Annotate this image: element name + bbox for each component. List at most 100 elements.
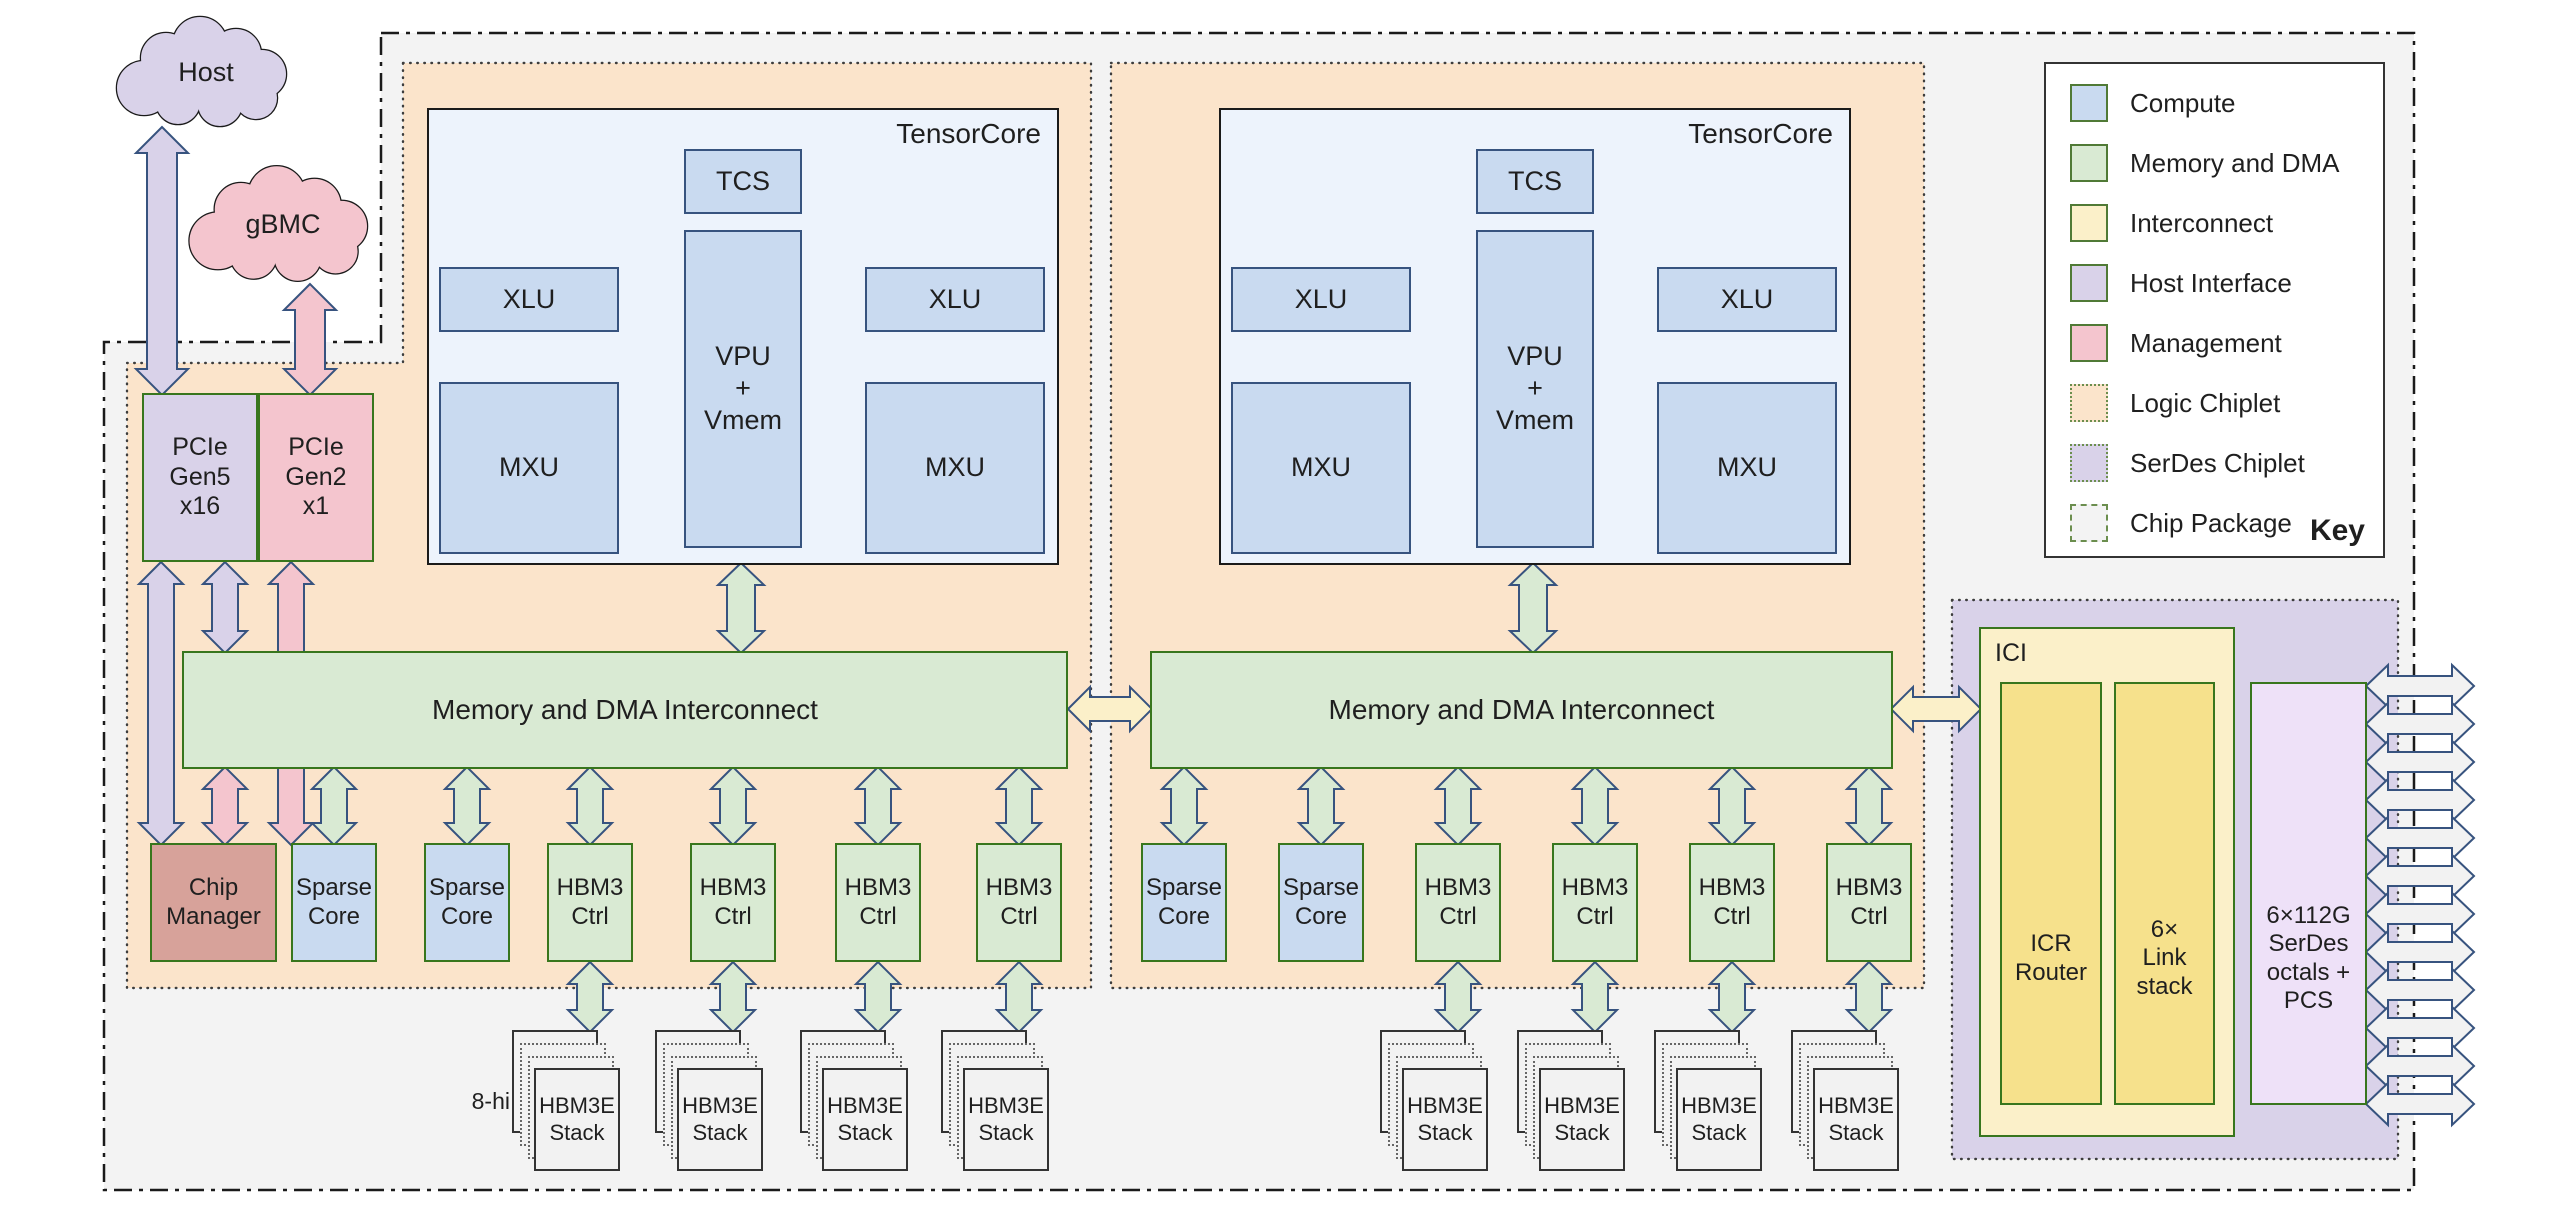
legend-item: Interconnect xyxy=(2070,204,2273,242)
legend-item: Host Interface xyxy=(2070,264,2292,302)
flow-arrow xyxy=(136,560,186,847)
memory-dma-interconnect-2: Memory and DMA Interconnect xyxy=(1150,651,1893,769)
flow-arrow xyxy=(565,960,615,1034)
hbm3e-stack-label: HBM3E Stack xyxy=(1676,1068,1762,1171)
hbm3e-stack-label: HBM3E Stack xyxy=(534,1068,620,1171)
flow-arrow xyxy=(2364,1080,2476,1128)
hbm3-ctrl-block: HBM3 Ctrl xyxy=(976,843,1062,962)
xlu-block: XLU xyxy=(439,267,619,332)
memory-dma-swatch xyxy=(2070,144,2108,182)
sparse-core-block: Sparse Core xyxy=(1141,843,1227,962)
tensorcore-1: TensorCore TCS VPU + Vmem XLU XLU MXU MX… xyxy=(427,108,1059,565)
tcs-block: TCS xyxy=(1476,149,1594,214)
flow-arrow xyxy=(1296,765,1346,847)
flow-arrow xyxy=(853,765,903,847)
flow-arrow xyxy=(2364,1042,2476,1090)
legend-label: Chip Package xyxy=(2130,507,2292,538)
logic-chiplet-swatch xyxy=(2070,384,2108,422)
xlu-block: XLU xyxy=(1231,267,1411,332)
flow-arrow xyxy=(565,765,615,847)
flow-arrow xyxy=(994,765,1044,847)
tcs-block: TCS xyxy=(684,149,802,214)
flow-arrow xyxy=(200,765,250,847)
gbmc-cloud xyxy=(188,165,369,282)
flow-arrow xyxy=(1844,765,1894,847)
flow-arrow xyxy=(200,560,250,655)
chip-manager-block: Chip Manager xyxy=(150,843,277,962)
flow-arrow xyxy=(2364,700,2476,748)
management-swatch xyxy=(2070,324,2108,362)
flow-arrow xyxy=(708,960,758,1034)
hbm3e-stack: HBM3E Stack xyxy=(1791,1028,1901,1174)
ici-title: ICI xyxy=(1995,639,2027,667)
hbm3-ctrl-block: HBM3 Ctrl xyxy=(690,843,776,962)
serdes-chiplet-swatch xyxy=(2070,444,2108,482)
flow-arrow xyxy=(2364,966,2476,1014)
hbm3e-stack: HBM3E Stack xyxy=(1380,1028,1490,1174)
memory-dma-interconnect-1: Memory and DMA Interconnect xyxy=(182,651,1068,769)
tensorcore-2: TensorCore TCS VPU + Vmem XLU XLU MXU MX… xyxy=(1219,108,1851,565)
mxu-block: MXU xyxy=(865,382,1045,554)
hbm3e-stack: HBM3E Stack xyxy=(655,1028,765,1174)
chip-package-swatch xyxy=(2070,504,2108,542)
stack-height-note: 8-hi xyxy=(471,1088,510,1114)
legend-label: Compute xyxy=(2130,87,2236,118)
flow-arrow xyxy=(1570,960,1620,1034)
tensorcore-2-title: TensorCore xyxy=(1688,118,1833,149)
xlu-block: XLU xyxy=(865,267,1045,332)
flow-arrow xyxy=(133,125,191,397)
mxu-block: MXU xyxy=(1231,382,1411,554)
flow-arrow xyxy=(1433,765,1483,847)
serdes-octals-block: 6×112G SerDes octals + PCS xyxy=(2250,682,2367,1105)
interconnect-swatch xyxy=(2070,204,2108,242)
flow-arrow xyxy=(2364,776,2476,824)
mxu-block: MXU xyxy=(439,382,619,554)
hbm3e-stack-label: HBM3E Stack xyxy=(822,1068,908,1171)
flow-arrow xyxy=(281,282,339,397)
flow-arrow xyxy=(715,561,767,655)
flow-arrow xyxy=(853,960,903,1034)
flow-arrow xyxy=(2364,662,2476,710)
hbm3e-stack: HBM3E Stack xyxy=(941,1028,1051,1174)
hbm3-ctrl-block: HBM3 Ctrl xyxy=(1552,843,1638,962)
host-cloud-label: Host xyxy=(178,56,234,87)
legend-label: Management xyxy=(2130,327,2282,358)
legend-item: Memory and DMA xyxy=(2070,144,2340,182)
flow-arrow xyxy=(309,765,359,847)
host-interface-swatch xyxy=(2070,264,2108,302)
flow-arrow xyxy=(2364,852,2476,900)
sparse-core-block: Sparse Core xyxy=(1278,843,1364,962)
flow-arrow xyxy=(2364,814,2476,862)
flow-arrow xyxy=(708,765,758,847)
icr-router-block: ICR Router xyxy=(2000,682,2102,1105)
gbmc-cloud-label: gBMC xyxy=(245,208,321,239)
flow-arrow xyxy=(2364,1004,2476,1052)
flow-arrow xyxy=(1570,765,1620,847)
legend-label: Logic Chiplet xyxy=(2130,387,2281,418)
legend-item: Management xyxy=(2070,324,2282,362)
flow-arrow xyxy=(1159,765,1209,847)
legend-item: Compute xyxy=(2070,84,2236,122)
tensorcore-1-title: TensorCore xyxy=(896,118,1041,149)
sparse-core-block: Sparse Core xyxy=(291,843,377,962)
hbm3-ctrl-block: HBM3 Ctrl xyxy=(1415,843,1501,962)
pcie-gen2-block: PCIe Gen2 x1 xyxy=(258,393,374,562)
hbm3e-stack-label: HBM3E Stack xyxy=(677,1068,763,1171)
hbm3e-stack: HBM3E Stack xyxy=(512,1028,622,1174)
vpu-vmem-block: VPU + Vmem xyxy=(1476,230,1594,548)
flow-arrow xyxy=(1507,561,1559,655)
hbm3e-stack-label: HBM3E Stack xyxy=(1539,1068,1625,1171)
legend-label: SerDes Chiplet xyxy=(2130,447,2305,478)
hbm3-ctrl-block: HBM3 Ctrl xyxy=(1826,843,1912,962)
compute-swatch xyxy=(2070,84,2108,122)
link-stack-block: 6× Link stack xyxy=(2114,682,2215,1105)
pcie-gen5-block: PCIe Gen5 x16 xyxy=(142,393,258,562)
flow-arrow xyxy=(2364,928,2476,976)
flow-arrow xyxy=(1707,765,1757,847)
hbm3e-stack-label: HBM3E Stack xyxy=(963,1068,1049,1171)
flow-arrow xyxy=(2364,738,2476,786)
xlu-block: XLU xyxy=(1657,267,1837,332)
legend: Compute Memory and DMA Interconnect Host… xyxy=(2044,62,2385,558)
flow-arrow xyxy=(2364,890,2476,938)
